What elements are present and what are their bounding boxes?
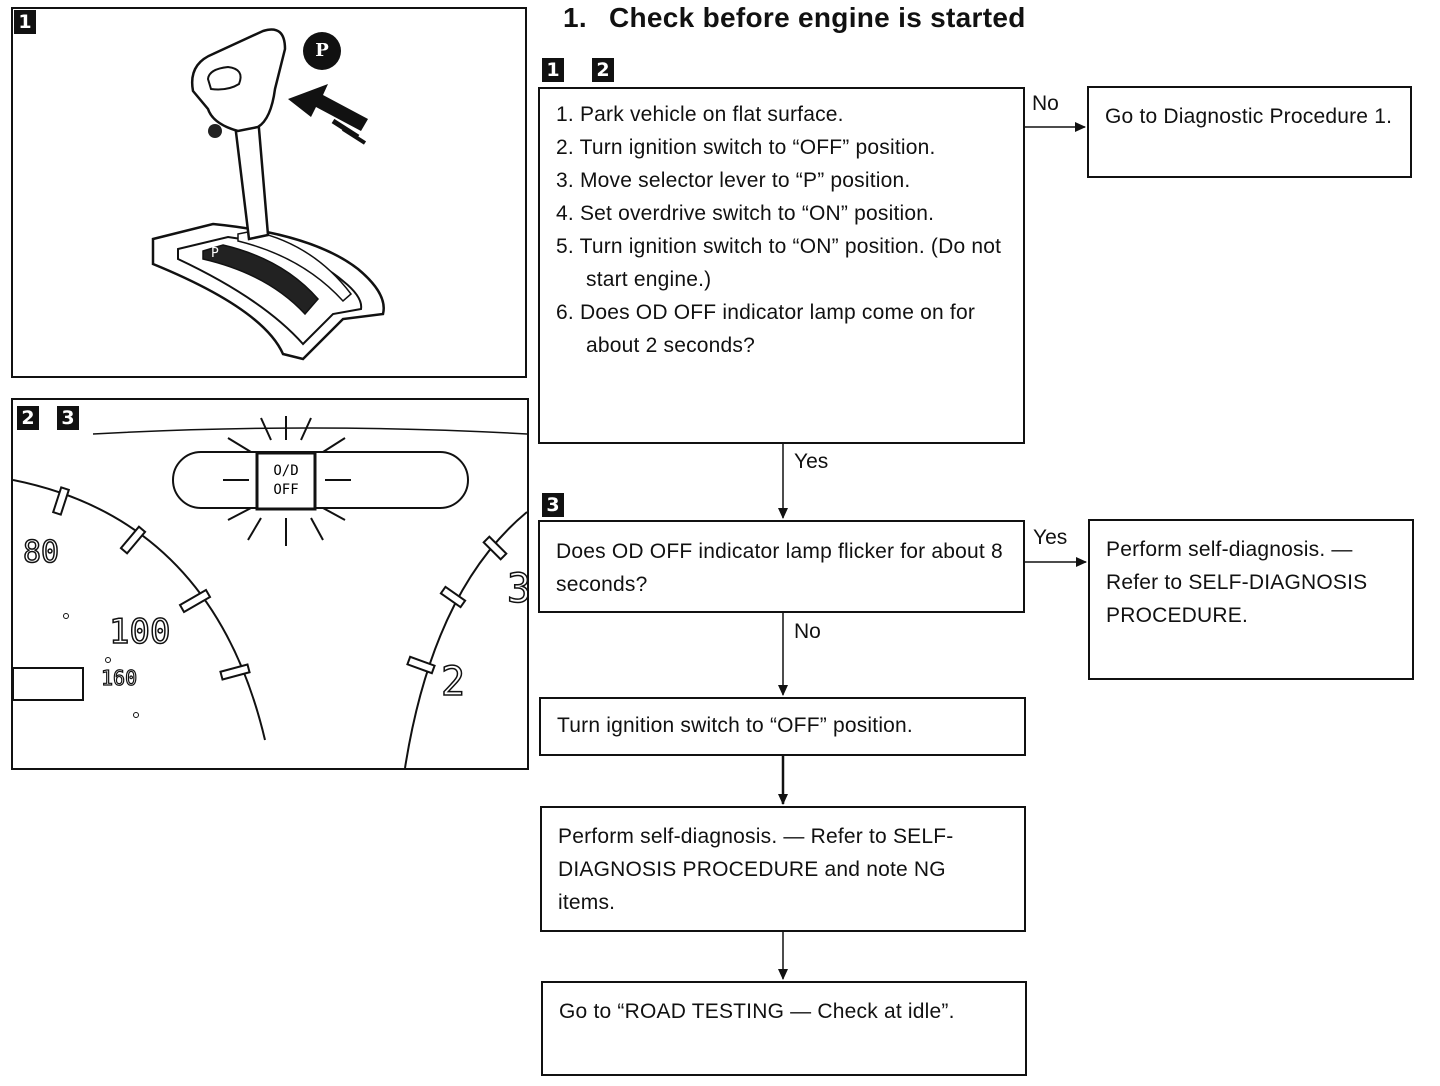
step3-ignition-off-box: Turn ignition switch to “OFF” position.: [539, 697, 1026, 756]
tach-label-2: 2: [441, 659, 465, 705]
step1-item: 3. Move selector lever to “P” position.: [556, 169, 911, 192]
step1-item: 5. Turn ignition switch to “ON” position…: [556, 235, 1002, 291]
diagnostic-procedure-text: Go to Diagnostic Procedure 1.: [1105, 105, 1393, 128]
figure-badge-2: 2: [17, 406, 39, 430]
tach-label-3: 3: [507, 566, 527, 612]
step2-text: Does OD OFF indicator lamp flicker for a…: [556, 540, 1003, 596]
step1-item: 4. Set overdrive switch to “ON” position…: [556, 202, 935, 225]
title-text: Check before engine is started: [608, 2, 1026, 33]
step2-flicker-box: Does OD OFF indicator lamp flicker for a…: [538, 520, 1025, 613]
self-diagnosis-box: Perform self-diagnosis. — Refer to SELF-…: [1088, 519, 1414, 680]
figure-selector-lever: 1 P P: [11, 7, 527, 378]
speed-label-160: 160: [101, 666, 137, 690]
step5-road-testing-box: Go to “ROAD TESTING — Check at idle”.: [541, 981, 1027, 1076]
speed-label-100: 100: [109, 612, 170, 652]
self-diagnosis-text: Perform self-diagnosis. — Refer to SELF-…: [1106, 538, 1368, 627]
speed-label-80: 80: [23, 535, 59, 570]
step2-yes-label: Yes: [1033, 526, 1068, 549]
gate-p-mark: P: [211, 246, 219, 261]
step2-badge-3: 3: [542, 493, 564, 517]
instrument-cluster-illustration: O/D OFF 80 100 160: [13, 416, 527, 768]
diagnostic-procedure-box: Go to Diagnostic Procedure 1.: [1087, 86, 1412, 178]
step1-item: 2. Turn ignition switch to “OFF” positio…: [556, 136, 936, 159]
step1-badge-2: 2: [592, 58, 614, 82]
page-title: 1. Check before engine is started: [563, 2, 1026, 34]
step4-self-diagnosis-box: Perform self-diagnosis. — Refer to SELF-…: [540, 806, 1026, 932]
step5-text: Go to “ROAD TESTING — Check at idle”.: [559, 1000, 955, 1023]
step1-item: 6. Does OD OFF indicator lamp come on fo…: [556, 301, 976, 357]
figure-badge-3: 3: [57, 406, 79, 430]
od-off-indicator-line1: O/D: [273, 463, 298, 479]
od-off-indicator-line2: OFF: [273, 482, 298, 498]
step2-no-label: No: [794, 620, 821, 643]
step1-check-box: 1. Park vehicle on flat surface. 2. Turn…: [538, 87, 1025, 444]
step4-text: Perform self-diagnosis. — Refer to SELF-…: [558, 825, 954, 914]
selector-lever-illustration: P: [151, 28, 385, 361]
step1-badge-1: 1: [542, 58, 564, 82]
shift-position-p-icon: P: [303, 32, 341, 70]
figure-instrument-cluster: 2 3 O/D OFF 80: [11, 398, 529, 770]
title-number: 1.: [563, 2, 587, 33]
step1-yes-label: Yes: [794, 450, 829, 473]
figure-badge: 1: [14, 10, 36, 34]
step1-item: 1. Park vehicle on flat surface.: [556, 103, 844, 126]
step1-list: 1. Park vehicle on flat surface. 2. Turn…: [556, 98, 1013, 362]
step3-text: Turn ignition switch to “OFF” position.: [557, 714, 913, 737]
step1-no-label: No: [1032, 92, 1059, 115]
